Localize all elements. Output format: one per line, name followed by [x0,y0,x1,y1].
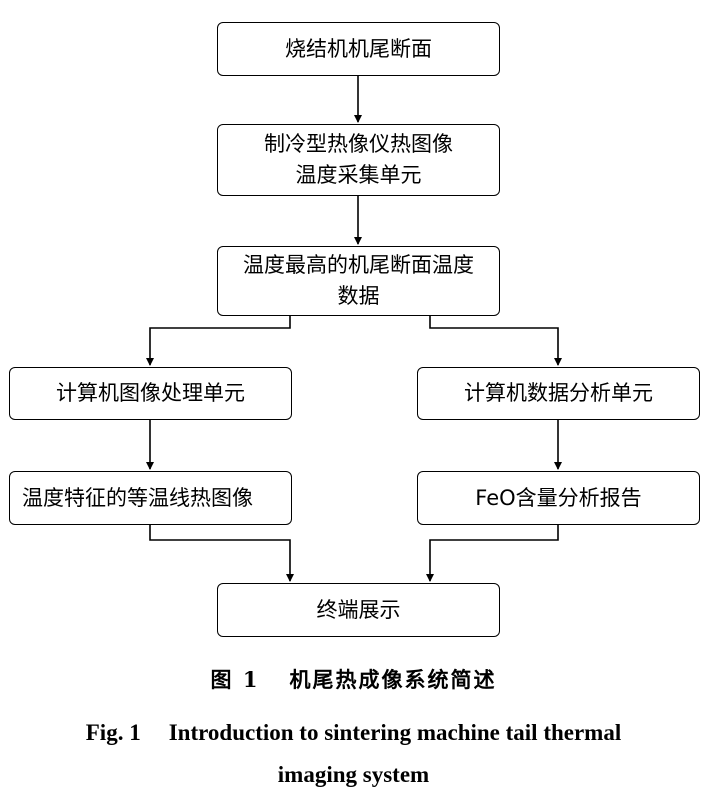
figure-title-en-line2: imaging system [277,762,430,787]
node-text-line: 计算机数据分析单元 [464,381,653,405]
figure-caption-en-line1: Fig. 1 Introduction to sintering machine … [0,712,707,754]
figure-number-en: Fig. 1 [85,720,141,745]
arrow-maxtemp-to-dataanalysis [429,316,562,366]
arrow-feo-to-terminal [426,525,559,582]
node-feo-analysis-report: FeO含量分析报告 [417,471,700,525]
node-text-line: 温度特征的等温线热图像 [22,485,253,510]
node-text-line: 温度采集单元 [295,163,422,187]
node-text-line: 温度最高的机尾断面温度 [243,253,474,277]
node-terminal-display: 终端展示 [217,583,500,637]
node-data-analysis-unit: 计算机数据分析单元 [417,367,700,420]
arrow-isotherm-to-terminal [149,525,294,582]
node-isotherm-thermal-image: 温度特征的等温线热图像 [9,471,292,525]
node-thermal-imager-acquisition-unit: 制冷型热像仪热图像 温度采集单元 [217,124,500,196]
node-image-processing-unit: 计算机图像处理单元 [9,367,292,420]
figure-title-en-line1: Introduction to sintering machine tail t… [168,720,622,745]
figure-caption-english: Fig. 1 Introduction to sintering machine … [0,712,707,796]
node-text-line: 终端展示 [316,597,401,622]
node-text-line: 数据 [337,284,380,308]
node-max-temperature-data: 温度最高的机尾断面温度 数据 [217,246,500,316]
node-text-line: 制冷型热像仪热图像 [264,132,453,156]
figure-title-cn: 机尾热成像系统简述 [289,667,497,692]
node-sintering-tail-section: 烧结机机尾断面 [217,22,500,76]
node-text-line: 计算机图像处理单元 [56,381,245,405]
node-text-line: 烧结机机尾断面 [285,36,432,61]
arrow-maxtemp-to-imageproc [146,316,291,366]
figure-number-cn: 图 1 [210,667,260,692]
node-text-line: FeO含量分析报告 [475,485,642,510]
figure-caption-chinese: 图 1 机尾热成像系统简述 [0,664,707,694]
